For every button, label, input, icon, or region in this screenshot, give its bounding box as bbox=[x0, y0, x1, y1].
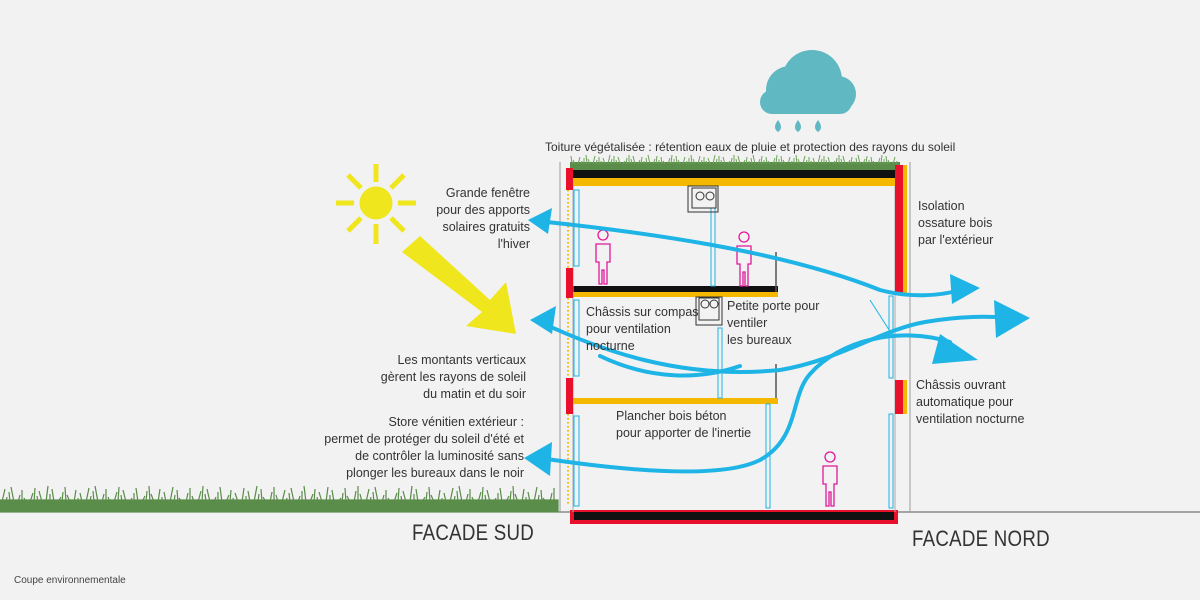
chassis-compas-label: Châssis sur compas pour ventilation noct… bbox=[586, 305, 699, 353]
cloud-icon bbox=[760, 50, 856, 132]
grass bbox=[0, 485, 559, 513]
building-section bbox=[559, 154, 911, 524]
roof-label: Toiture végétalisée : rétention eaux de … bbox=[545, 140, 956, 154]
caption: Coupe environnementale bbox=[14, 575, 126, 586]
uprights-label: Les montants verticaux gèrent les rayons… bbox=[380, 353, 526, 401]
window-label: Grande fenêtre pour des apports solaires… bbox=[436, 186, 530, 251]
chassis-ouvrant-label: Châssis ouvrant automatique pour ventila… bbox=[916, 378, 1025, 426]
isolation-label: Isolation ossature bois par l'extérieur bbox=[918, 199, 994, 247]
plancher-label: Plancher bois béton pour apporter de l'i… bbox=[616, 409, 752, 440]
facade-nord-label: FACADE NORD bbox=[912, 526, 1050, 551]
airflow-arrowheads bbox=[524, 208, 1030, 476]
sun-icon bbox=[336, 164, 416, 244]
person-icon bbox=[595, 229, 838, 507]
sun-ray-arrow bbox=[402, 236, 516, 334]
airflow-arrows bbox=[534, 218, 1007, 474]
petite-porte-label: Petite porte pour ventiler les bureaux bbox=[727, 299, 820, 347]
blind-label: Store vénitien extérieur : permet de pro… bbox=[324, 415, 524, 480]
facade-sud-label: FACADE SUD bbox=[412, 520, 535, 545]
